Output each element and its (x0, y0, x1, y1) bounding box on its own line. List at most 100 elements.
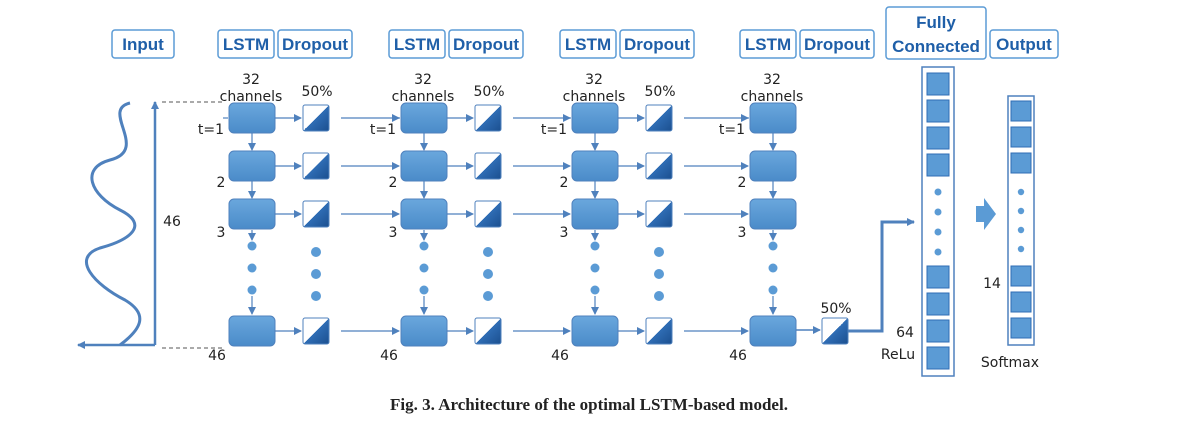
ellipsis-dot (419, 241, 429, 251)
output-ellipsis-dot (1017, 188, 1025, 196)
ellipsis-dot (247, 285, 257, 295)
lstm-cell (749, 198, 797, 230)
t-last-label: 46 (380, 348, 398, 364)
lstm-cell (228, 102, 276, 134)
header-lstm-label: LSTM (565, 35, 611, 54)
dropout-cell (474, 317, 502, 345)
lstm-cell (400, 198, 448, 230)
ellipsis-dot (768, 241, 778, 251)
t1-label: t=1 (541, 122, 567, 138)
t2-label: 2 (738, 175, 747, 191)
t-last-label: 46 (729, 348, 747, 364)
ellipsis-dot (590, 241, 600, 251)
output-neuron (1010, 100, 1032, 122)
fc-to-output-arrow (976, 198, 996, 230)
header-dropout-label: Dropout (804, 35, 870, 54)
dropout-rate: 50% (644, 84, 675, 100)
header-group-2: LSTM Dropout (388, 29, 524, 59)
output-neuron (1010, 291, 1032, 313)
lstm-cell (228, 150, 276, 182)
header-input-label: Input (122, 35, 164, 54)
ellipsis-dot (247, 241, 257, 251)
t3-label: 3 (560, 225, 569, 241)
lstm-cell (400, 150, 448, 182)
header-lstm-label: LSTM (394, 35, 440, 54)
fc-neuron (926, 99, 950, 123)
dropout-ellipsis-dot (311, 247, 321, 257)
dropout-cell (645, 152, 673, 180)
t3-label: 3 (738, 225, 747, 241)
dropout-cell (645, 104, 673, 132)
final-dropout-cell (821, 317, 849, 345)
dropout-ellipsis-dot (483, 269, 493, 279)
output-ellipsis-dot (1017, 245, 1025, 253)
dropout-ellipsis-dot (311, 269, 321, 279)
final-to-fc-arrow (848, 218, 915, 333)
dropout-cell (302, 104, 330, 132)
dropout-rate: 50% (301, 84, 332, 100)
lstm-cell (749, 315, 797, 347)
t1-label: t=1 (719, 122, 745, 138)
channels-word: channels (220, 89, 283, 105)
fc-neuron (926, 265, 950, 289)
header-dropout-label: Dropout (453, 35, 519, 54)
header-group-4: LSTM Dropout (739, 29, 875, 59)
dropout-cell (474, 104, 502, 132)
output-neuron (1010, 265, 1032, 287)
t3-label: 3 (217, 225, 226, 241)
lstm-cell (228, 315, 276, 347)
dropout-ellipsis-dot (654, 291, 664, 301)
dropout-ellipsis-dot (654, 247, 664, 257)
fc-neuron (926, 153, 950, 177)
dropout-ellipsis-dot (654, 269, 664, 279)
final-dropout: 50% (796, 218, 915, 345)
header-lstm-label: LSTM (745, 35, 791, 54)
output-neuron (1010, 126, 1032, 148)
fc-neuron (926, 346, 950, 370)
output-activation-label: Softmax (981, 355, 1039, 371)
lstm-cell (571, 315, 619, 347)
ellipsis-dot (590, 285, 600, 295)
dropout-cell (645, 200, 673, 228)
fc-ellipsis-dot (934, 228, 942, 236)
header-fc-line2: Connected (892, 37, 980, 56)
fc-activation-label: ReLu (881, 347, 915, 363)
channels-count: 32 (585, 72, 603, 88)
channels-word: channels (741, 89, 804, 105)
header-fully-connected: Fully Connected (885, 6, 987, 60)
output-layer: 14 Softmax (981, 95, 1039, 371)
output-neuron (1010, 152, 1032, 174)
t-last-label: 46 (551, 348, 569, 364)
t1-label: t=1 (198, 122, 224, 138)
lstm-cell (400, 102, 448, 134)
input-signal: 46 (77, 101, 225, 349)
output-units-label: 14 (983, 276, 1001, 292)
output-neuron (1010, 317, 1032, 339)
ellipsis-dot (419, 285, 429, 295)
ellipsis-dot (590, 263, 600, 273)
t2-label: 2 (389, 175, 398, 191)
lstm-cell (400, 315, 448, 347)
ellipsis-dot (419, 263, 429, 273)
output-ellipsis-dot (1017, 226, 1025, 234)
t1-label: t=1 (370, 122, 396, 138)
figure-caption: Fig. 3. Architecture of the optimal LSTM… (390, 395, 788, 414)
lstm-cell (571, 198, 619, 230)
fc-neuron (926, 72, 950, 96)
dropout-cell (302, 152, 330, 180)
fc-ellipsis-dot (934, 188, 942, 196)
t2-label: 2 (217, 175, 226, 191)
fc-neuron (926, 126, 950, 150)
fc-units-label: 64 (896, 325, 914, 341)
dropout-cell (302, 200, 330, 228)
fc-ellipsis-dot (934, 208, 942, 216)
header-output-label: Output (996, 35, 1052, 54)
header-dropout-label: Dropout (624, 35, 690, 54)
channels-word: channels (392, 89, 455, 105)
